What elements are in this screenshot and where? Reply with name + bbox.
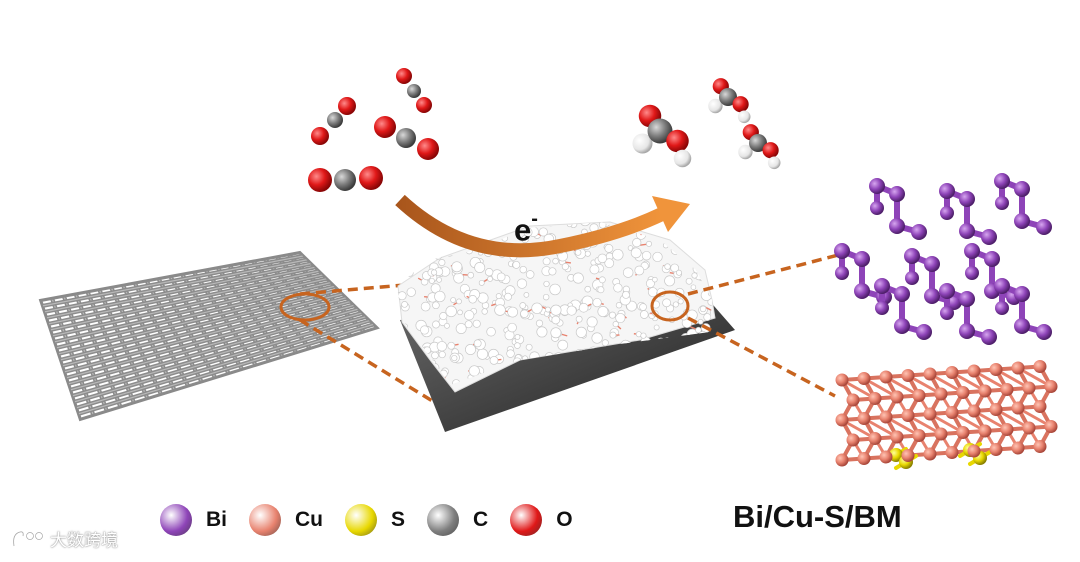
bi-unit [874, 278, 932, 340]
electron-charge: - [531, 208, 538, 230]
legend-label: Cu [295, 508, 323, 532]
co2-molecule [374, 116, 439, 160]
bi-unit [869, 178, 927, 240]
c-atom-icon [427, 504, 459, 536]
legend-item-c: C [427, 504, 488, 536]
bi-atom-icon [160, 504, 192, 536]
legend-item-cu: Cu [249, 504, 323, 536]
bi-unit [939, 183, 997, 245]
o-atom-icon [510, 504, 542, 536]
co2-molecule [311, 97, 356, 145]
formic-acid-molecules [633, 78, 781, 169]
legend-label: S [391, 508, 405, 532]
watermark-logo-icon [10, 528, 46, 550]
bi-unit [994, 173, 1052, 235]
legend-label: C [473, 508, 488, 532]
hcooh-molecule [633, 105, 692, 168]
cu-atom-icon [249, 504, 281, 536]
hcooh-molecule [708, 78, 750, 123]
electron-symbol: e [514, 212, 531, 247]
co2-molecule [308, 166, 383, 192]
legend-label: Bi [206, 508, 227, 532]
hcooh-molecule [738, 124, 780, 169]
watermark: 大数跨境 [10, 526, 118, 551]
brass-mesh [0, 237, 432, 444]
electron-label: e- [514, 212, 538, 248]
bi-unit [904, 248, 962, 310]
co2-molecules [308, 68, 439, 192]
legend-item-s: S [345, 504, 405, 536]
bi-lattice [834, 173, 1052, 345]
s-atom-icon [345, 504, 377, 536]
legend-item-bi: Bi [160, 504, 227, 536]
bi-unit [994, 278, 1052, 340]
legend: Bi Cu S C O [160, 500, 595, 540]
watermark-text: 大数跨境 [50, 526, 118, 551]
co2-molecule [396, 68, 432, 113]
legend-item-o: O [510, 504, 572, 536]
cu-s-lattice [836, 360, 1058, 469]
material-label: Bi/Cu-S/BM [733, 499, 902, 535]
legend-label: O [556, 508, 572, 532]
